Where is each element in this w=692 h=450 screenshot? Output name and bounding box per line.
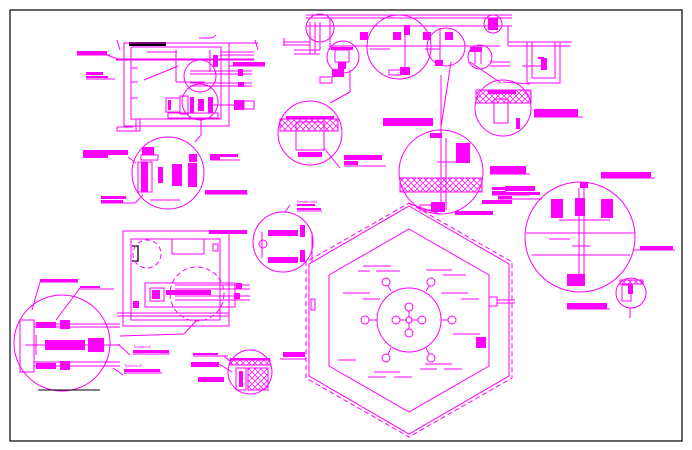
label-tuberia-1: Tuberia Ø — [133, 344, 151, 349]
coping-detail-circle — [191, 349, 273, 395]
hexagonal-fountain-plan — [280, 202, 515, 438]
edge-detail-circle — [567, 277, 647, 318]
skimmer-detail-circle — [277, 100, 386, 169]
valve-pit-detail — [522, 41, 572, 84]
pump-detail-circle — [83, 136, 248, 210]
fountain-head-detail-circle — [498, 172, 675, 293]
label-detalle-a: Detalle ### — [297, 199, 318, 204]
valves-detail-circle — [252, 204, 322, 273]
pump-room-plan — [117, 230, 250, 337]
nozzle-detail-circle — [383, 75, 530, 215]
fountain-jets — [360, 277, 457, 363]
pool-longitudinal-section — [283, 13, 570, 128]
pump-room-section — [77, 34, 265, 143]
sheet-frame — [9, 9, 683, 442]
manifold-detail-circle — [13, 279, 131, 392]
drain-detail-circle — [474, 79, 583, 137]
label-tuberia-2: Tuberia Ø — [124, 363, 142, 368]
